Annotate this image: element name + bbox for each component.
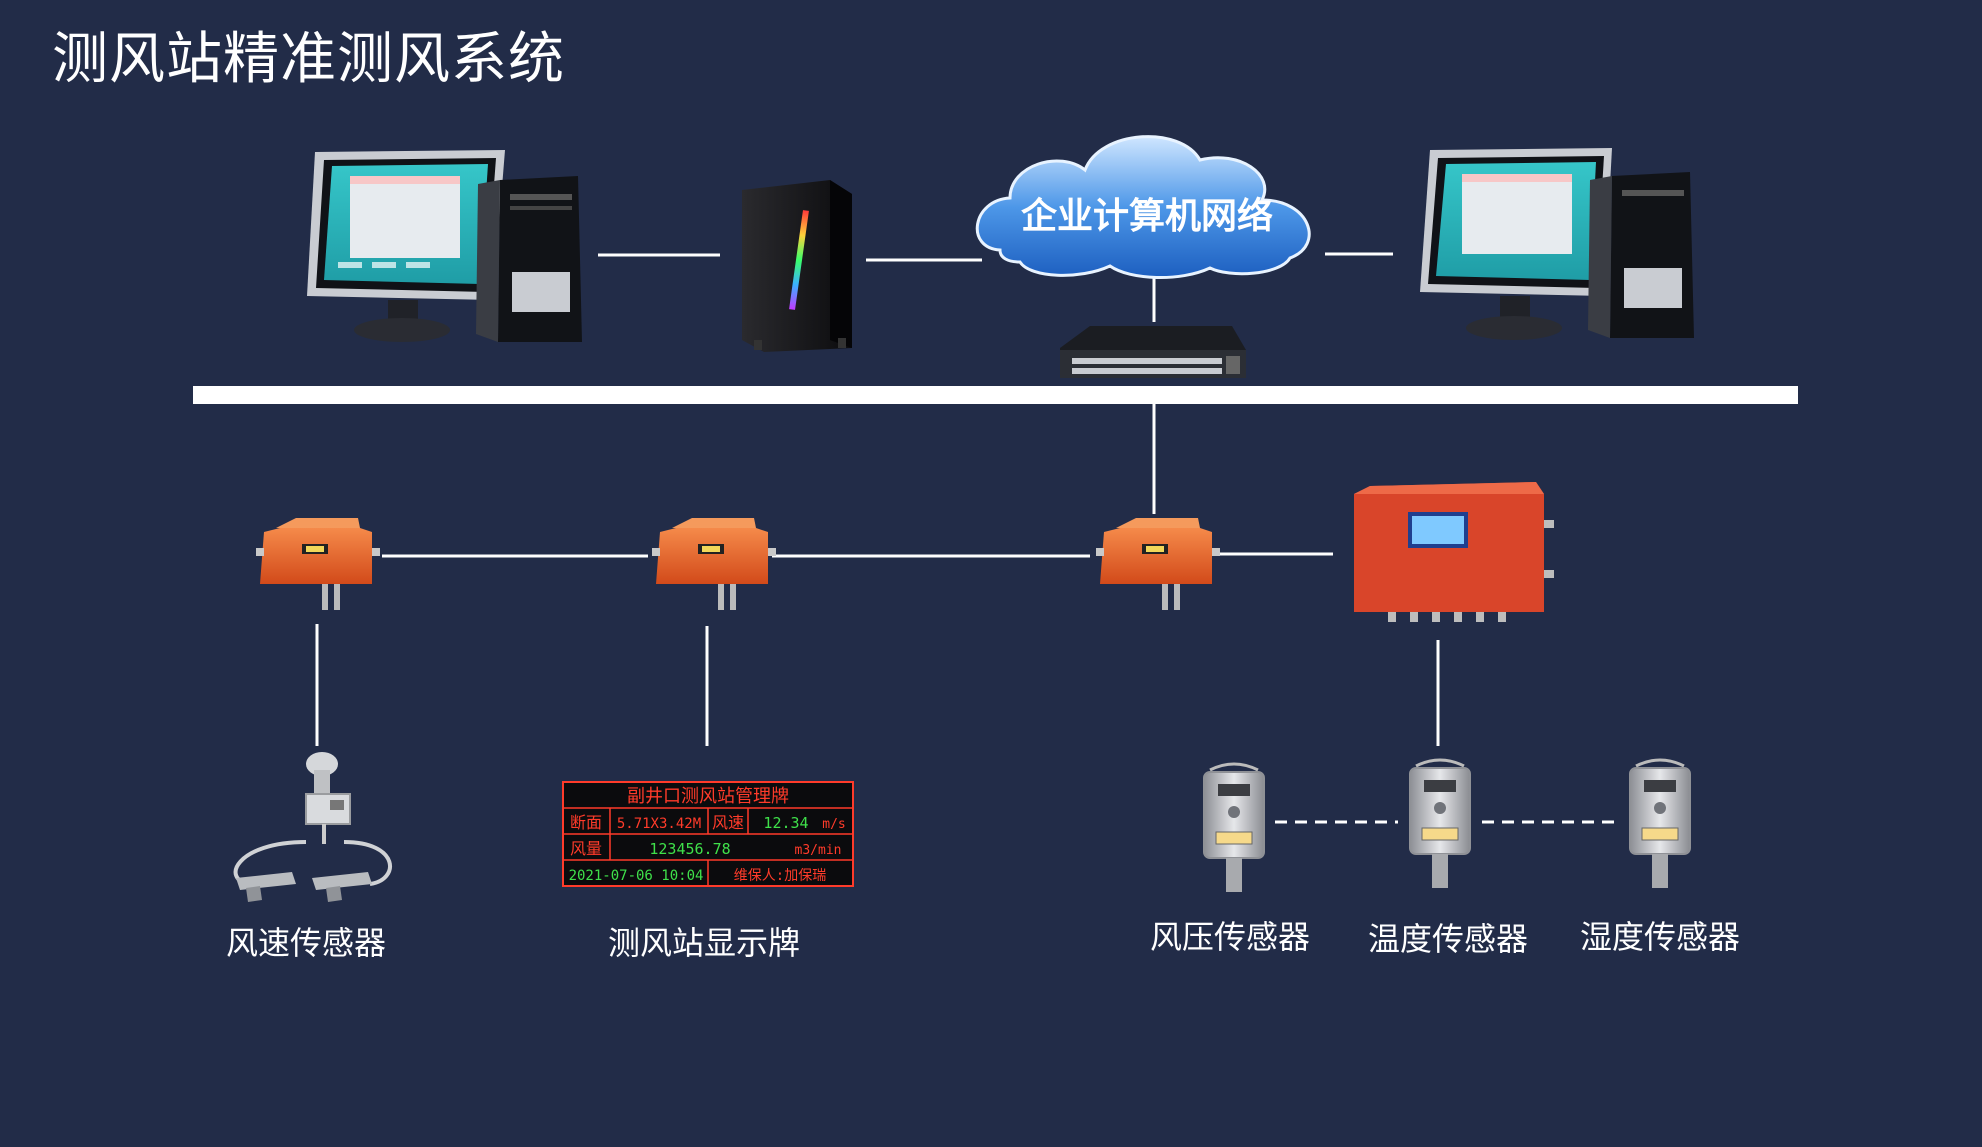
main-controller [1354,482,1554,622]
board-row1-value2: 12.34 [763,814,808,832]
humidity-sensor [1629,758,1691,888]
board-header: 副井口测风站管理牌 [627,786,789,807]
board-row2-value: 123456.78 [649,840,730,858]
server-tower [742,180,852,352]
label-temperature-sensor: 温度传感器 [1368,920,1529,958]
label-display-board: 测风站显示牌 [608,924,801,962]
board-row3-time: 2021-07-06 10:04 [569,868,704,884]
cloud-label: 企业计算机网络 [1021,195,1273,237]
display-board: 副井口测风站管理牌 断面 5.71X3.42M 风速 12.34 m/s 风量 … [562,781,854,887]
board-row1-unit: m/s [822,817,845,832]
board-row1-label: 断面 [570,813,602,832]
network-switch [1060,326,1246,378]
temperature-sensor [1409,758,1471,888]
network-bus [193,386,1798,404]
label-wind-speed-sensor: 风速传感器 [226,924,387,962]
board-row2-label: 风量 [570,839,602,858]
label-humidity-sensor: 湿度传感器 [1580,918,1741,956]
page-title: 测风站精准测风系统 [52,27,565,92]
board-row1-value: 5.71X3.42M [617,816,701,832]
wind-pressure-sensor [1203,762,1265,892]
workstation-right [1420,148,1694,340]
substation-3 [1096,518,1220,610]
label-wind-pressure-sensor: 风压传感器 [1150,918,1311,956]
board-row2-unit: m3/min [795,843,842,858]
substation-1 [256,518,380,610]
cloud-network: 企业计算机网络 [975,135,1311,280]
board-row3-person: 维保人:加保瑞 [734,868,826,884]
substation-2 [652,518,776,610]
workstation-left [307,150,582,342]
wind-speed-sensor [233,752,392,902]
board-row1-label2: 风速 [712,813,744,832]
